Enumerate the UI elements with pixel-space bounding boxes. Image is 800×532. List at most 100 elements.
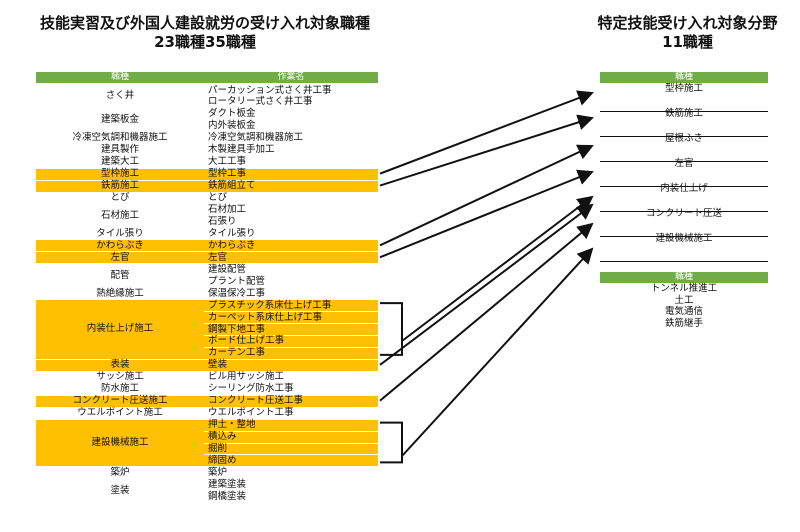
right-title: 特定技能受け入れ対象分野 (597, 14, 778, 32)
connector-arrow (379, 222, 594, 402)
left-header-work: 作業名 (204, 72, 378, 83)
row-divider (36, 251, 378, 253)
work-name: 左官 (208, 251, 228, 263)
connector-arrow (379, 144, 594, 247)
connector-arrow (401, 247, 594, 457)
work-name: ビル用サッシ施工 (208, 371, 285, 383)
work-name: 冷凍空気調和機器施工 (208, 132, 304, 144)
row-divider (36, 239, 378, 241)
work-name: 木製建具手加工 (208, 144, 275, 156)
left-header-job: 職種 (36, 72, 204, 83)
work-name: 締固め (208, 454, 237, 466)
work-name: プラント配管 (208, 275, 266, 287)
work-name: ボード仕上げ工事 (208, 335, 285, 347)
extra-category: トンネル推進工 (650, 283, 718, 294)
work-name: ウエルポイント工事 (208, 407, 294, 419)
highlight-band (36, 358, 378, 371)
work-name: 鉄筋組立て (208, 180, 256, 192)
job-name: 鉄筋施工 (100, 180, 139, 192)
job-name: かわらぶき (96, 239, 144, 251)
job-name: タイル張り (96, 227, 144, 239)
work-name: カーペット系床仕上げ工事 (208, 311, 323, 323)
extra-category: 土工 (674, 294, 694, 306)
row-divider (204, 323, 378, 324)
left-title: 技能実習及び外国人建設就労の受け入れ対象職種 (39, 14, 370, 32)
category-underline (600, 161, 768, 162)
row-divider (36, 299, 378, 301)
work-name: ロータリー式さく井工事 (208, 96, 313, 108)
connector-arrow (379, 114, 594, 187)
work-name: 保温保冷工事 (208, 287, 266, 299)
work-name: かわらぶき (208, 239, 256, 251)
work-name: 押土・整地 (208, 419, 256, 431)
job-name: 内装仕上げ施工 (86, 323, 154, 335)
row-divider (204, 430, 378, 432)
job-name: 塗装 (110, 484, 130, 496)
row-divider (204, 442, 378, 444)
highlight-band (36, 394, 378, 407)
job-name: 防水施工 (100, 383, 139, 395)
work-name: 掘削 (208, 443, 228, 454)
connector-arrow (401, 195, 594, 342)
job-name: 配管 (110, 269, 130, 281)
connector-arrow (379, 203, 594, 366)
group-bracket (380, 302, 403, 356)
right-subtitle: 11職種 (662, 33, 713, 51)
work-name: 鋼橋塗装 (208, 490, 247, 502)
work-name: パーカッション式さく井工事 (208, 84, 332, 96)
work-name: 築炉 (208, 466, 228, 478)
target-category: 屋根ふき (664, 133, 703, 144)
work-name: カーテン工事 (208, 347, 266, 359)
row-divider (36, 394, 378, 396)
category-underline (600, 261, 768, 262)
right-header-2: 職種 (600, 272, 768, 283)
target-category: 型枠施工 (664, 83, 703, 94)
category-underline (600, 111, 768, 112)
job-name: 石材施工 (100, 209, 139, 221)
row-divider (36, 179, 378, 181)
job-name: サッシ施工 (96, 371, 144, 383)
row-divider (36, 167, 378, 169)
row-divider (36, 418, 378, 420)
row-divider (204, 346, 378, 348)
row-divider (204, 454, 378, 456)
job-name: さく井 (105, 90, 135, 102)
right-header: 職種 (600, 72, 768, 83)
job-name: 左官 (110, 251, 130, 263)
category-underline (600, 136, 768, 137)
group-bracket (380, 421, 403, 464)
target-category: 左官 (674, 158, 694, 169)
row-divider (36, 358, 378, 360)
highlight-band (36, 239, 378, 252)
work-name: タイル張り (208, 227, 256, 239)
work-name: プラスチック系床仕上げ工事 (208, 299, 332, 311)
category-underline (600, 211, 768, 212)
highlight-band (36, 179, 378, 192)
row-divider (204, 311, 378, 313)
target-category: 内装仕上げ (660, 183, 708, 194)
extra-category: 電気通信 (664, 306, 703, 317)
target-category: 建設機械施工 (655, 233, 713, 244)
job-name: 建築大工 (100, 156, 139, 168)
category-underline (600, 236, 768, 237)
extra-category: 鉄筋継手 (664, 317, 703, 329)
job-name: 築炉 (110, 466, 130, 478)
connector-arrow (379, 169, 594, 259)
work-name: 石材加工 (208, 204, 247, 215)
highlight-band (36, 251, 378, 264)
job-name: 建築板金 (100, 114, 139, 126)
highlight-band (36, 299, 378, 359)
work-name: 大工工事 (208, 156, 247, 168)
work-name: 壁装 (208, 359, 228, 371)
job-name: 表装 (110, 359, 130, 371)
category-underline (600, 186, 768, 187)
job-name: とび (110, 192, 130, 204)
work-name: 石張り (208, 215, 237, 227)
left-subtitle: 23職種35職種 (154, 33, 256, 51)
job-name: 冷凍空気調和機器施工 (72, 132, 168, 144)
job-name: 型枠施工 (100, 168, 139, 180)
job-name: 建具製作 (100, 144, 139, 156)
work-name: 積込み (208, 431, 237, 443)
work-name: 内外装板金 (208, 120, 256, 132)
